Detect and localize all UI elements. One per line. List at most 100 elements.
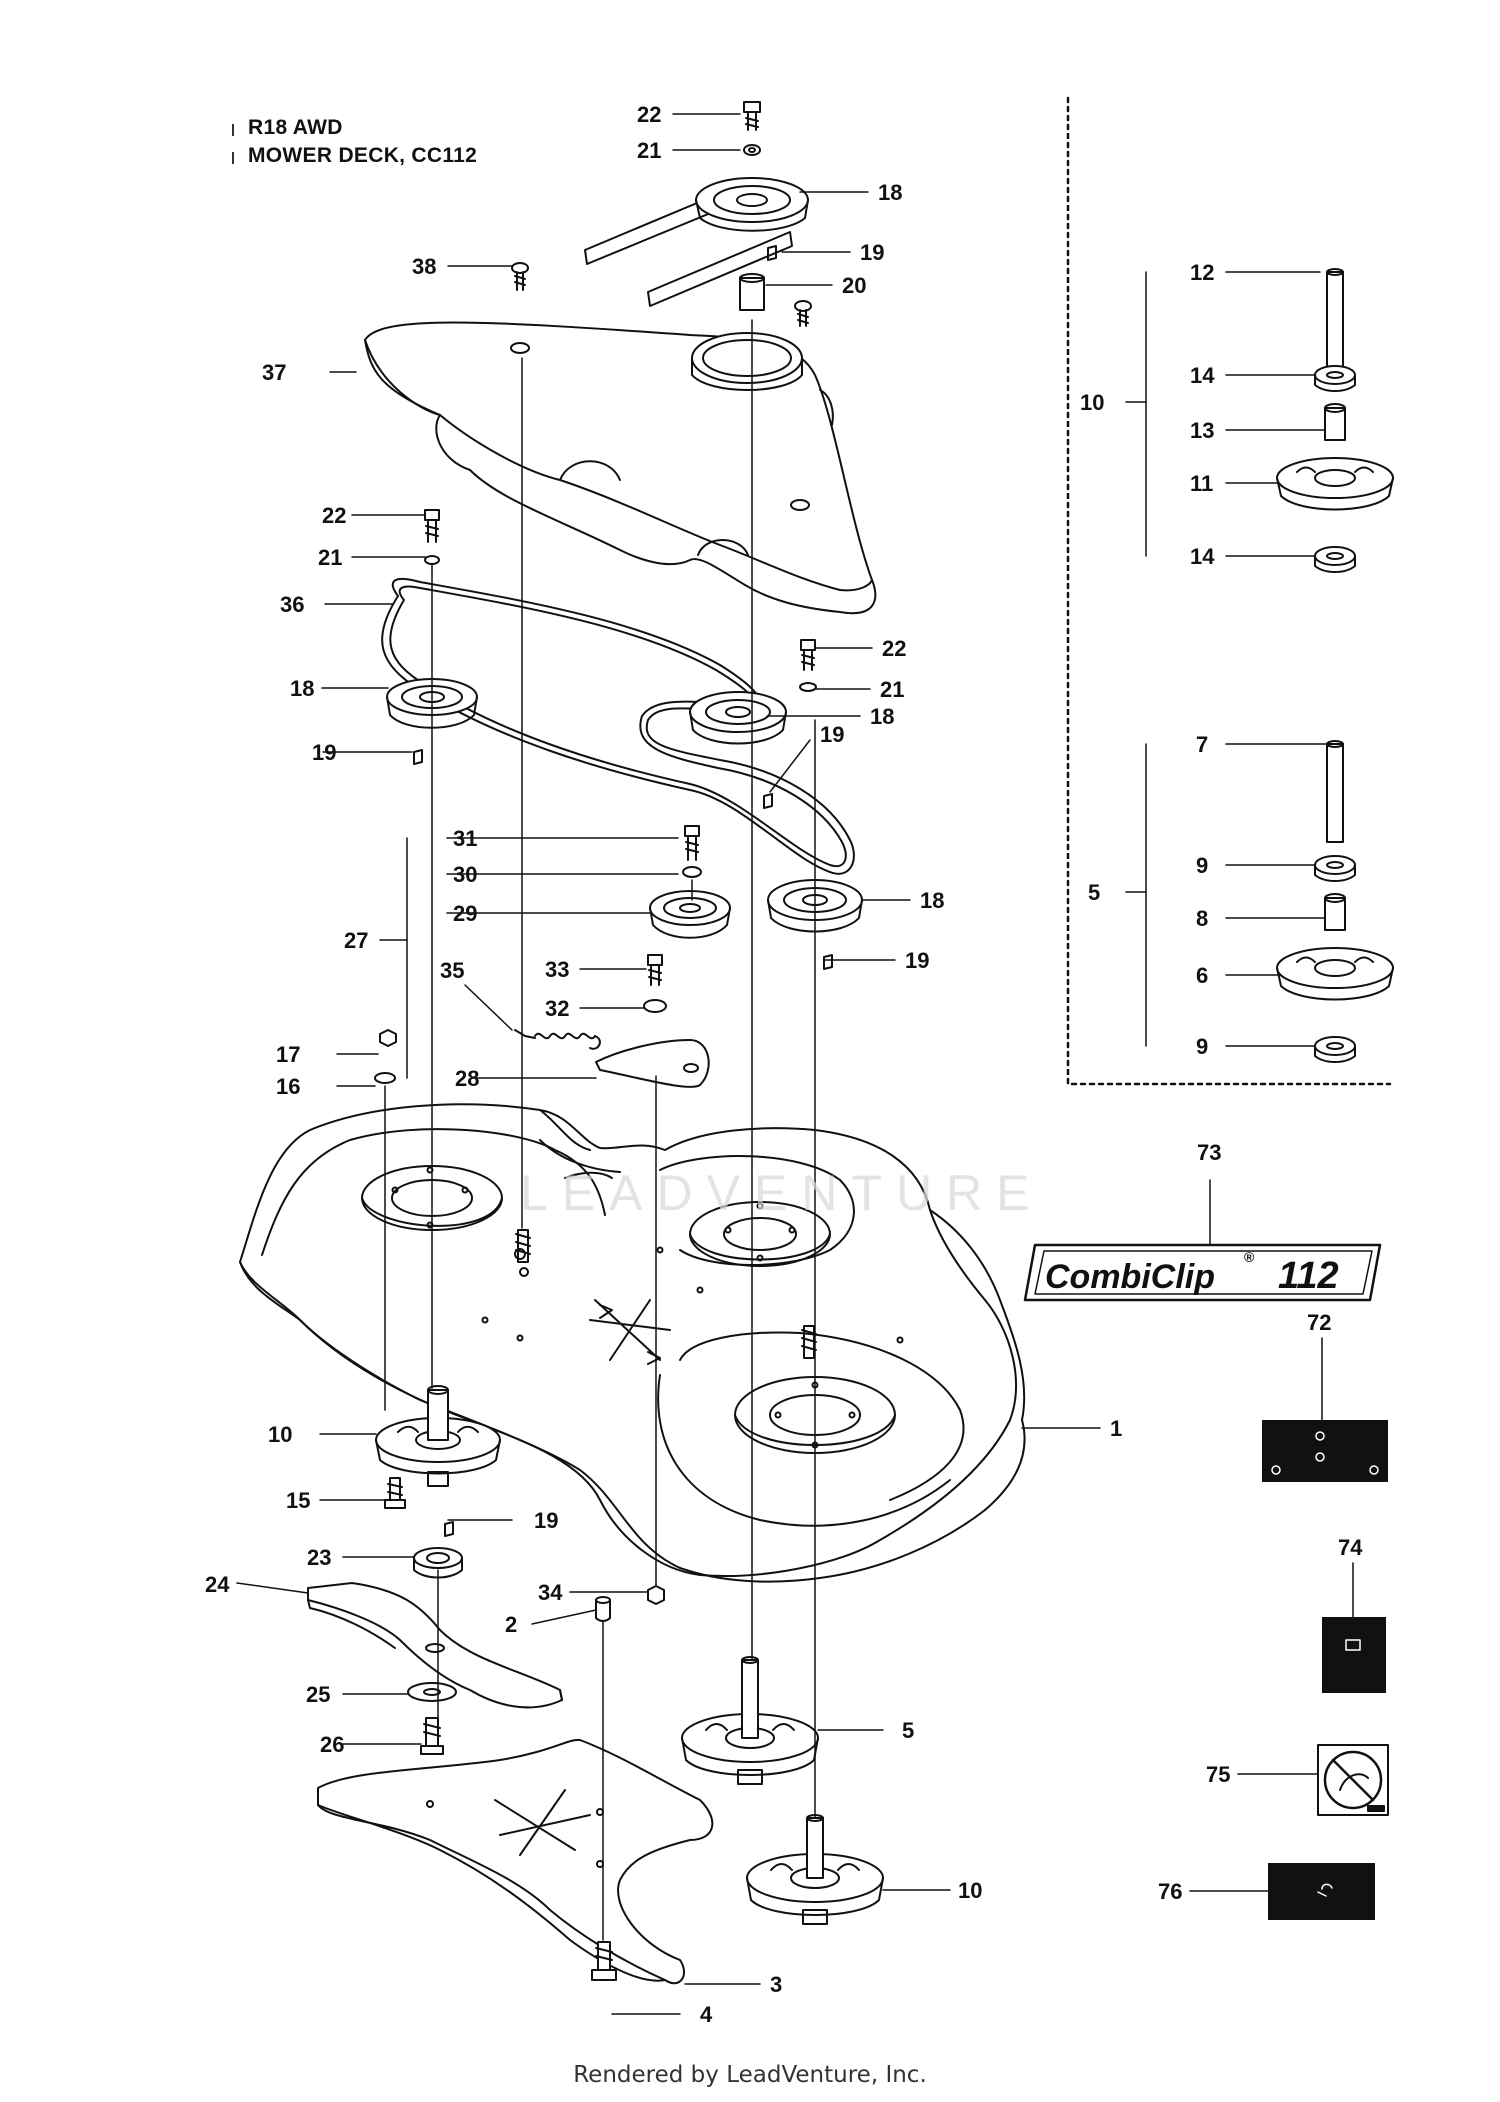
callout-24: 24 xyxy=(205,1572,230,1597)
callout-17: 17 xyxy=(276,1042,300,1067)
blade-bearing xyxy=(413,1547,463,1579)
callout-13: 13 xyxy=(1190,418,1214,443)
callout-4: 4 xyxy=(700,2002,713,2027)
callout-19: 19 xyxy=(820,722,844,747)
cutting-blade xyxy=(307,1582,563,1709)
blade-washer xyxy=(407,1682,457,1702)
callout-19: 19 xyxy=(860,240,884,265)
callout-10: 10 xyxy=(958,1878,982,1903)
decal-registered-mark: ® xyxy=(1244,1249,1255,1265)
callout-35: 35 xyxy=(440,958,464,983)
cover-screw xyxy=(511,262,529,291)
title-marker xyxy=(232,152,234,164)
callout-38: 38 xyxy=(412,254,436,279)
spindle-assembly-left xyxy=(375,1385,501,1487)
callout-29: 29 xyxy=(453,901,477,926)
callout-27: 27 xyxy=(344,928,368,953)
decal-74 xyxy=(1322,1617,1386,1693)
callout-33: 33 xyxy=(545,957,569,982)
callout-3: 3 xyxy=(770,1972,782,1997)
model-title: R18 AWD xyxy=(248,116,343,139)
callout-14: 14 xyxy=(1190,363,1215,388)
spindle-assembly-bottom xyxy=(746,1814,884,1925)
callout-73: 73 xyxy=(1197,1140,1221,1165)
warning-decal-75 xyxy=(1317,1744,1389,1816)
locknut xyxy=(379,1029,397,1047)
callout-9: 9 xyxy=(1196,1034,1208,1059)
callout-21: 21 xyxy=(318,545,342,570)
cover-screw xyxy=(794,300,812,327)
callout-2: 2 xyxy=(505,1612,517,1637)
callout-18: 18 xyxy=(920,888,944,913)
callout-22: 22 xyxy=(882,636,906,661)
decal-76 xyxy=(1268,1863,1375,1920)
decal-72 xyxy=(1262,1420,1388,1482)
callout-19: 19 xyxy=(534,1508,558,1533)
deflector-plate xyxy=(317,1738,714,1985)
bolt xyxy=(384,1477,406,1509)
watermark-text: LEADVENTURE xyxy=(520,1165,1044,1221)
spindle-assembly-middle xyxy=(681,1656,819,1785)
callout-labels: 22 21 18 19 20 38 37 22 21 36 22 21 18 1… xyxy=(205,102,1363,2027)
callout-26: 26 xyxy=(320,1732,344,1757)
key xyxy=(413,749,423,765)
callout-32: 32 xyxy=(545,996,569,1021)
title-marker xyxy=(232,124,234,136)
callout-14: 14 xyxy=(1190,544,1215,569)
mower-deck xyxy=(239,1103,1026,1583)
idler-pulley-center xyxy=(689,639,817,809)
callout-12: 12 xyxy=(1190,260,1214,285)
callout-18: 18 xyxy=(870,704,894,729)
callout-16: 16 xyxy=(276,1074,300,1099)
spindle-5-exploded xyxy=(1276,740,1394,1063)
callout-9: 9 xyxy=(1196,853,1208,878)
top-pulley-group xyxy=(584,101,809,311)
callout-21: 21 xyxy=(880,677,904,702)
callout-34: 34 xyxy=(538,1580,563,1605)
callout-19: 19 xyxy=(312,740,336,765)
callout-72: 72 xyxy=(1307,1310,1331,1335)
washer xyxy=(374,1072,396,1084)
callout-37: 37 xyxy=(262,360,286,385)
callout-18: 18 xyxy=(290,676,314,701)
key xyxy=(444,1521,454,1537)
callout-10: 10 xyxy=(268,1422,292,1447)
callout-10: 10 xyxy=(1080,390,1104,415)
callout-30: 30 xyxy=(453,862,477,887)
callout-21: 21 xyxy=(637,138,661,163)
callout-6: 6 xyxy=(1196,963,1208,988)
spacer xyxy=(595,1596,611,1622)
leader-lines xyxy=(236,113,1354,2015)
spindle-10-exploded xyxy=(1276,268,1394,573)
decal-brand-text: CombiClip xyxy=(1045,1258,1215,1296)
callout-23: 23 xyxy=(307,1545,331,1570)
callout-28: 28 xyxy=(455,1066,479,1091)
idler-arm-assembly xyxy=(514,825,731,1088)
callout-11: 11 xyxy=(1190,471,1213,496)
bolt xyxy=(591,1941,617,1981)
callout-36: 36 xyxy=(280,592,304,617)
callout-15: 15 xyxy=(286,1488,310,1513)
kit-boundary xyxy=(1066,96,1392,1086)
nut xyxy=(647,1585,665,1605)
drive-belt xyxy=(381,577,855,875)
callout-31: 31 xyxy=(453,826,477,851)
blade-bolt xyxy=(420,1717,444,1755)
callout-1: 1 xyxy=(1110,1416,1122,1441)
callout-22: 22 xyxy=(637,102,661,127)
callout-19: 19 xyxy=(905,948,929,973)
callout-7: 7 xyxy=(1196,732,1208,757)
callout-20: 20 xyxy=(842,273,866,298)
assembly-title: MOWER DECK, CC112 xyxy=(248,144,478,167)
callout-5: 5 xyxy=(1088,880,1100,905)
callout-25: 25 xyxy=(306,1682,330,1707)
belt-cover xyxy=(364,321,877,615)
callout-76: 76 xyxy=(1158,1879,1182,1904)
callout-8: 8 xyxy=(1196,906,1208,931)
alignment-lines xyxy=(384,319,816,1941)
combiclip-decal xyxy=(1023,1243,1382,1302)
callout-5: 5 xyxy=(902,1718,914,1743)
callout-74: 74 xyxy=(1338,1535,1363,1560)
